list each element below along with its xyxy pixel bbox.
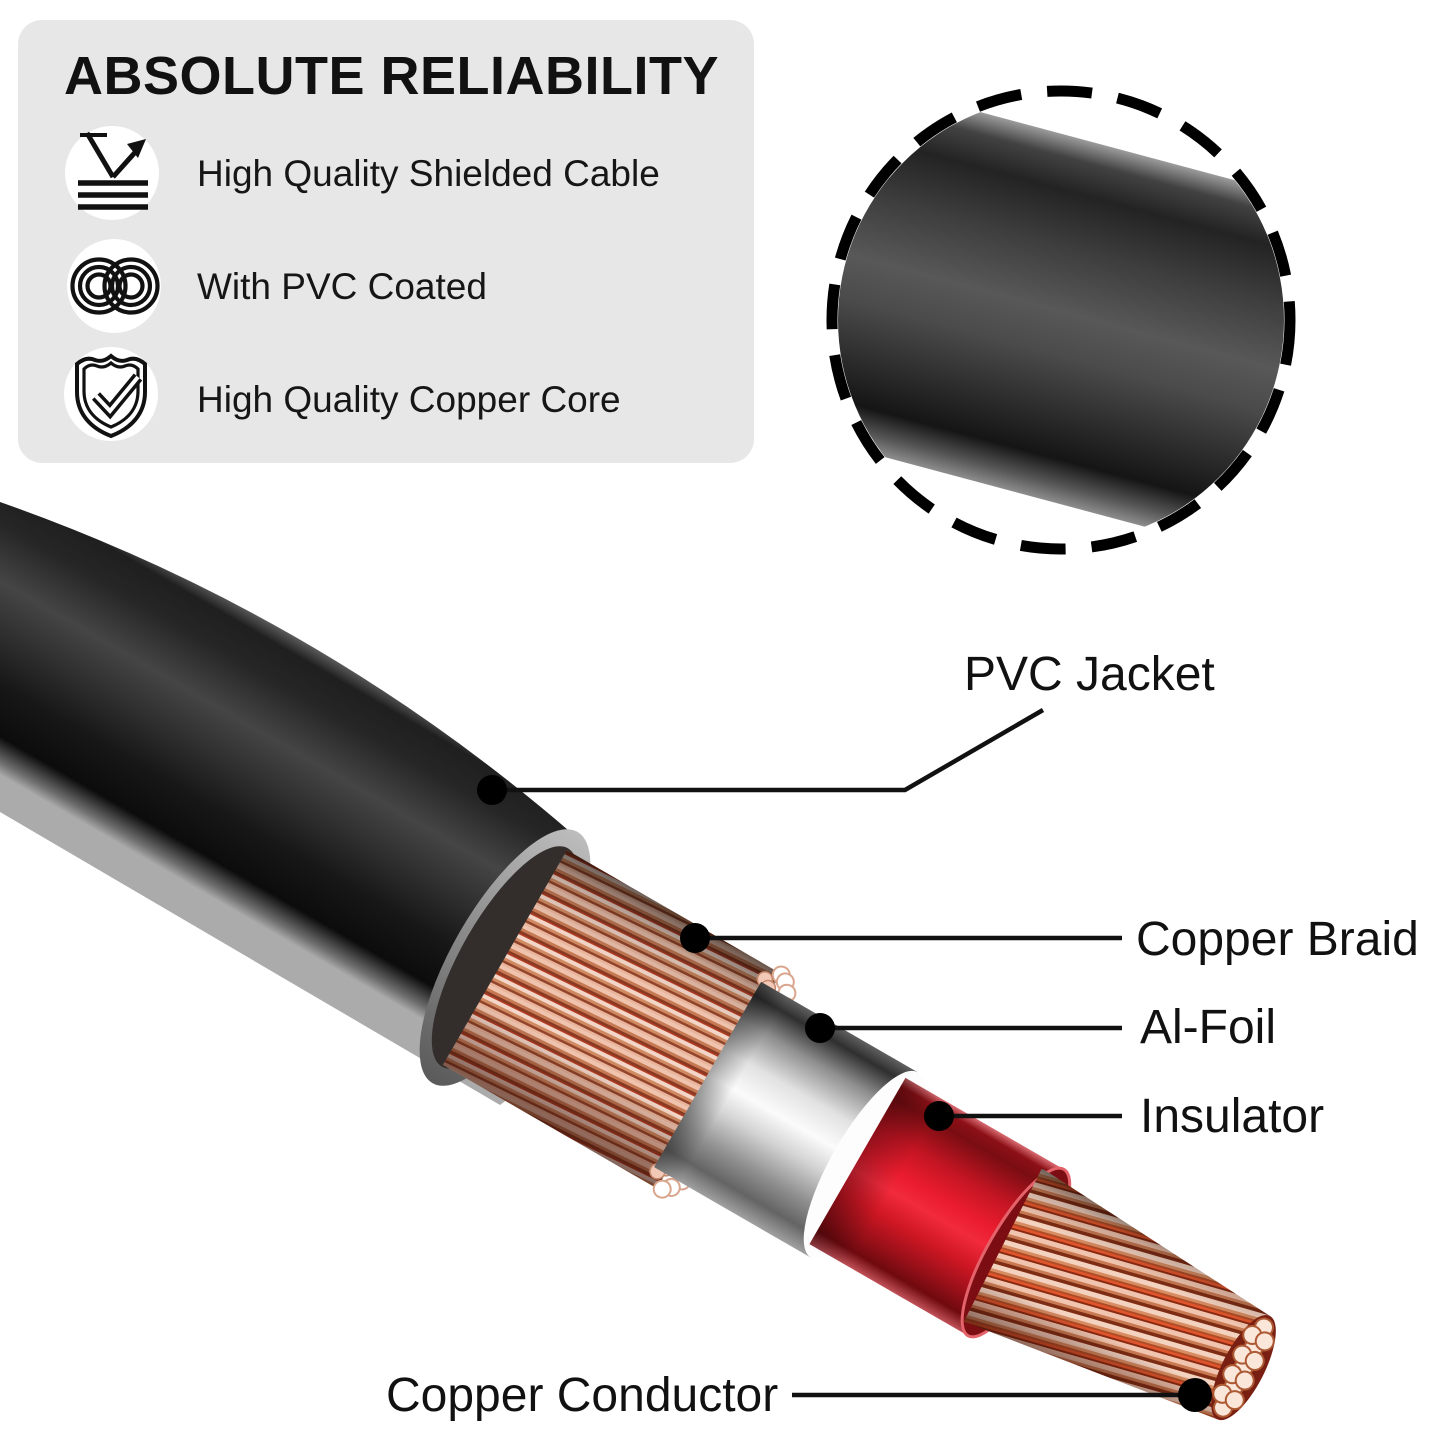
pvc-jacket-dot [477,775,507,805]
callout-leaders [477,708,1212,1412]
magnifier-dashed-circle [826,85,1296,555]
copper-core-icon [75,353,147,439]
feature-label: High Quality Copper Core [197,379,621,420]
feature-row-copper-core: High Quality Copper Core [64,347,621,441]
copper-conductor-label: Copper Conductor [386,1369,778,1422]
jacket-closeup-band [838,97,1284,543]
feature-row-pvc-coated: With PVC Coated [67,239,487,333]
panel-background [18,20,754,463]
feature-label: With PVC Coated [197,266,487,307]
pvc-jacket-leader [492,708,1045,793]
copper-braid-label: Copper Braid [1136,913,1419,966]
panel-title: ABSOLUTE RELIABILITY [64,46,719,106]
shielded-cable-icon [78,131,148,210]
reliability-panel: ABSOLUTE RELIABILITY High Quality Shield… [18,20,754,463]
copper-braid-dot [680,923,710,953]
feature-label: High Quality Shielded Cable [197,153,660,194]
conductor-strand-ends [1212,1317,1275,1418]
al-foil-label: Al-Foil [1140,1001,1276,1054]
pvc-coated-icon [70,257,160,315]
insulator-start-shadow [809,1077,944,1267]
cable-cutaway-illustration [0,502,1276,1421]
magnifier-detail [826,85,1296,555]
insulator-label: Insulator [1140,1090,1324,1143]
copper-conductor-dot [1178,1378,1212,1412]
feature-icon-circle [64,347,158,441]
insulator-dot [924,1101,954,1131]
pvc-jacket-label: PVC Jacket [964,648,1215,701]
copper-conductor-layer [963,1168,1276,1421]
al-foil-layer [654,981,918,1258]
feature-row-shielded-cable: High Quality Shielded Cable [65,126,660,220]
al-foil-dot [805,1013,835,1043]
al-foil-start-shadow [654,981,788,1183]
